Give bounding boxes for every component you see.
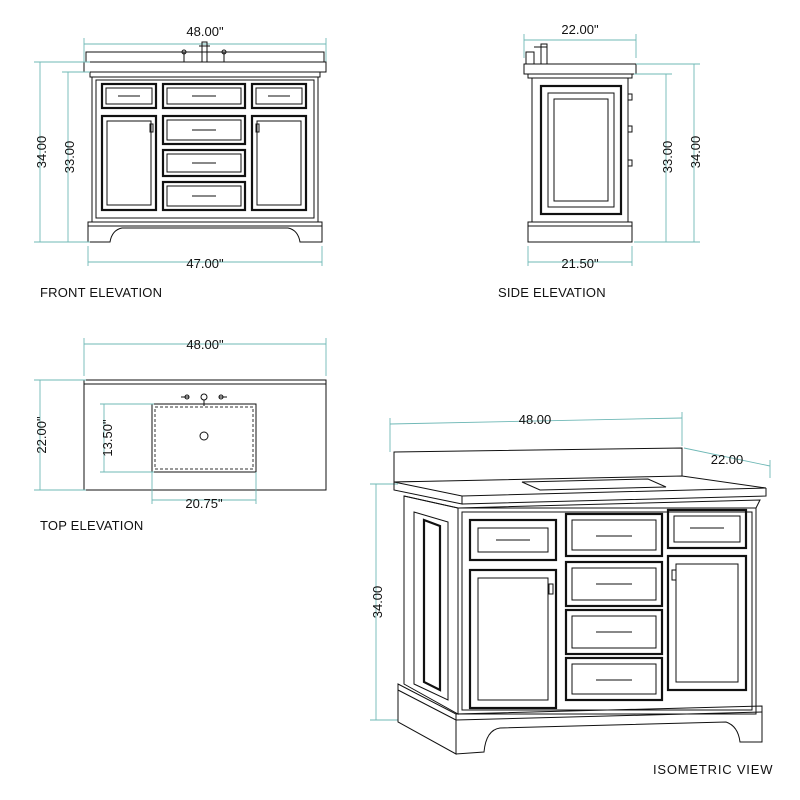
side-elevation-drawing: 22.00" 33.00 34.00 21.50"	[523, 22, 703, 271]
faucet-side-icon	[534, 43, 548, 65]
iso-width-label: 48.00	[519, 412, 552, 427]
front-width-top-label: 48.00"	[186, 24, 224, 39]
faucet-icon	[181, 41, 227, 63]
faucet-top-icon	[181, 393, 227, 406]
iso-depth-label: 22.00	[711, 452, 744, 467]
front-height-inner-label: 33.00	[62, 141, 77, 174]
iso-height-label: 34.00	[370, 586, 385, 619]
isometric-view-caption: ISOMETRIC VIEW	[653, 762, 774, 777]
sink-width-label: 20.75"	[185, 496, 223, 511]
side-depth-bottom-label: 21.50"	[561, 256, 599, 271]
front-height-outer-label: 34.00	[34, 136, 49, 169]
front-elevation-drawing: 48.00"	[34, 24, 327, 271]
side-height-inner-label: 33.00	[660, 141, 675, 174]
top-width-label: 48.00"	[186, 337, 224, 352]
side-depth-top-label: 22.00"	[561, 22, 599, 37]
front-width-bottom-label: 47.00"	[186, 256, 224, 271]
sink-depth-label: 13.50"	[100, 419, 115, 457]
top-elevation-drawing: 48.00" 22.00" 13.50" 20.75"	[34, 337, 327, 511]
top-depth-label: 22.00"	[34, 416, 49, 454]
top-elevation-caption: TOP ELEVATION	[40, 518, 144, 533]
front-elevation-caption: FRONT ELEVATION	[40, 285, 163, 300]
side-height-outer-label: 34.00	[688, 136, 703, 169]
side-elevation-caption: SIDE ELEVATION	[498, 285, 606, 300]
isometric-view-drawing: 48.00 22.00 34.00	[370, 412, 771, 755]
